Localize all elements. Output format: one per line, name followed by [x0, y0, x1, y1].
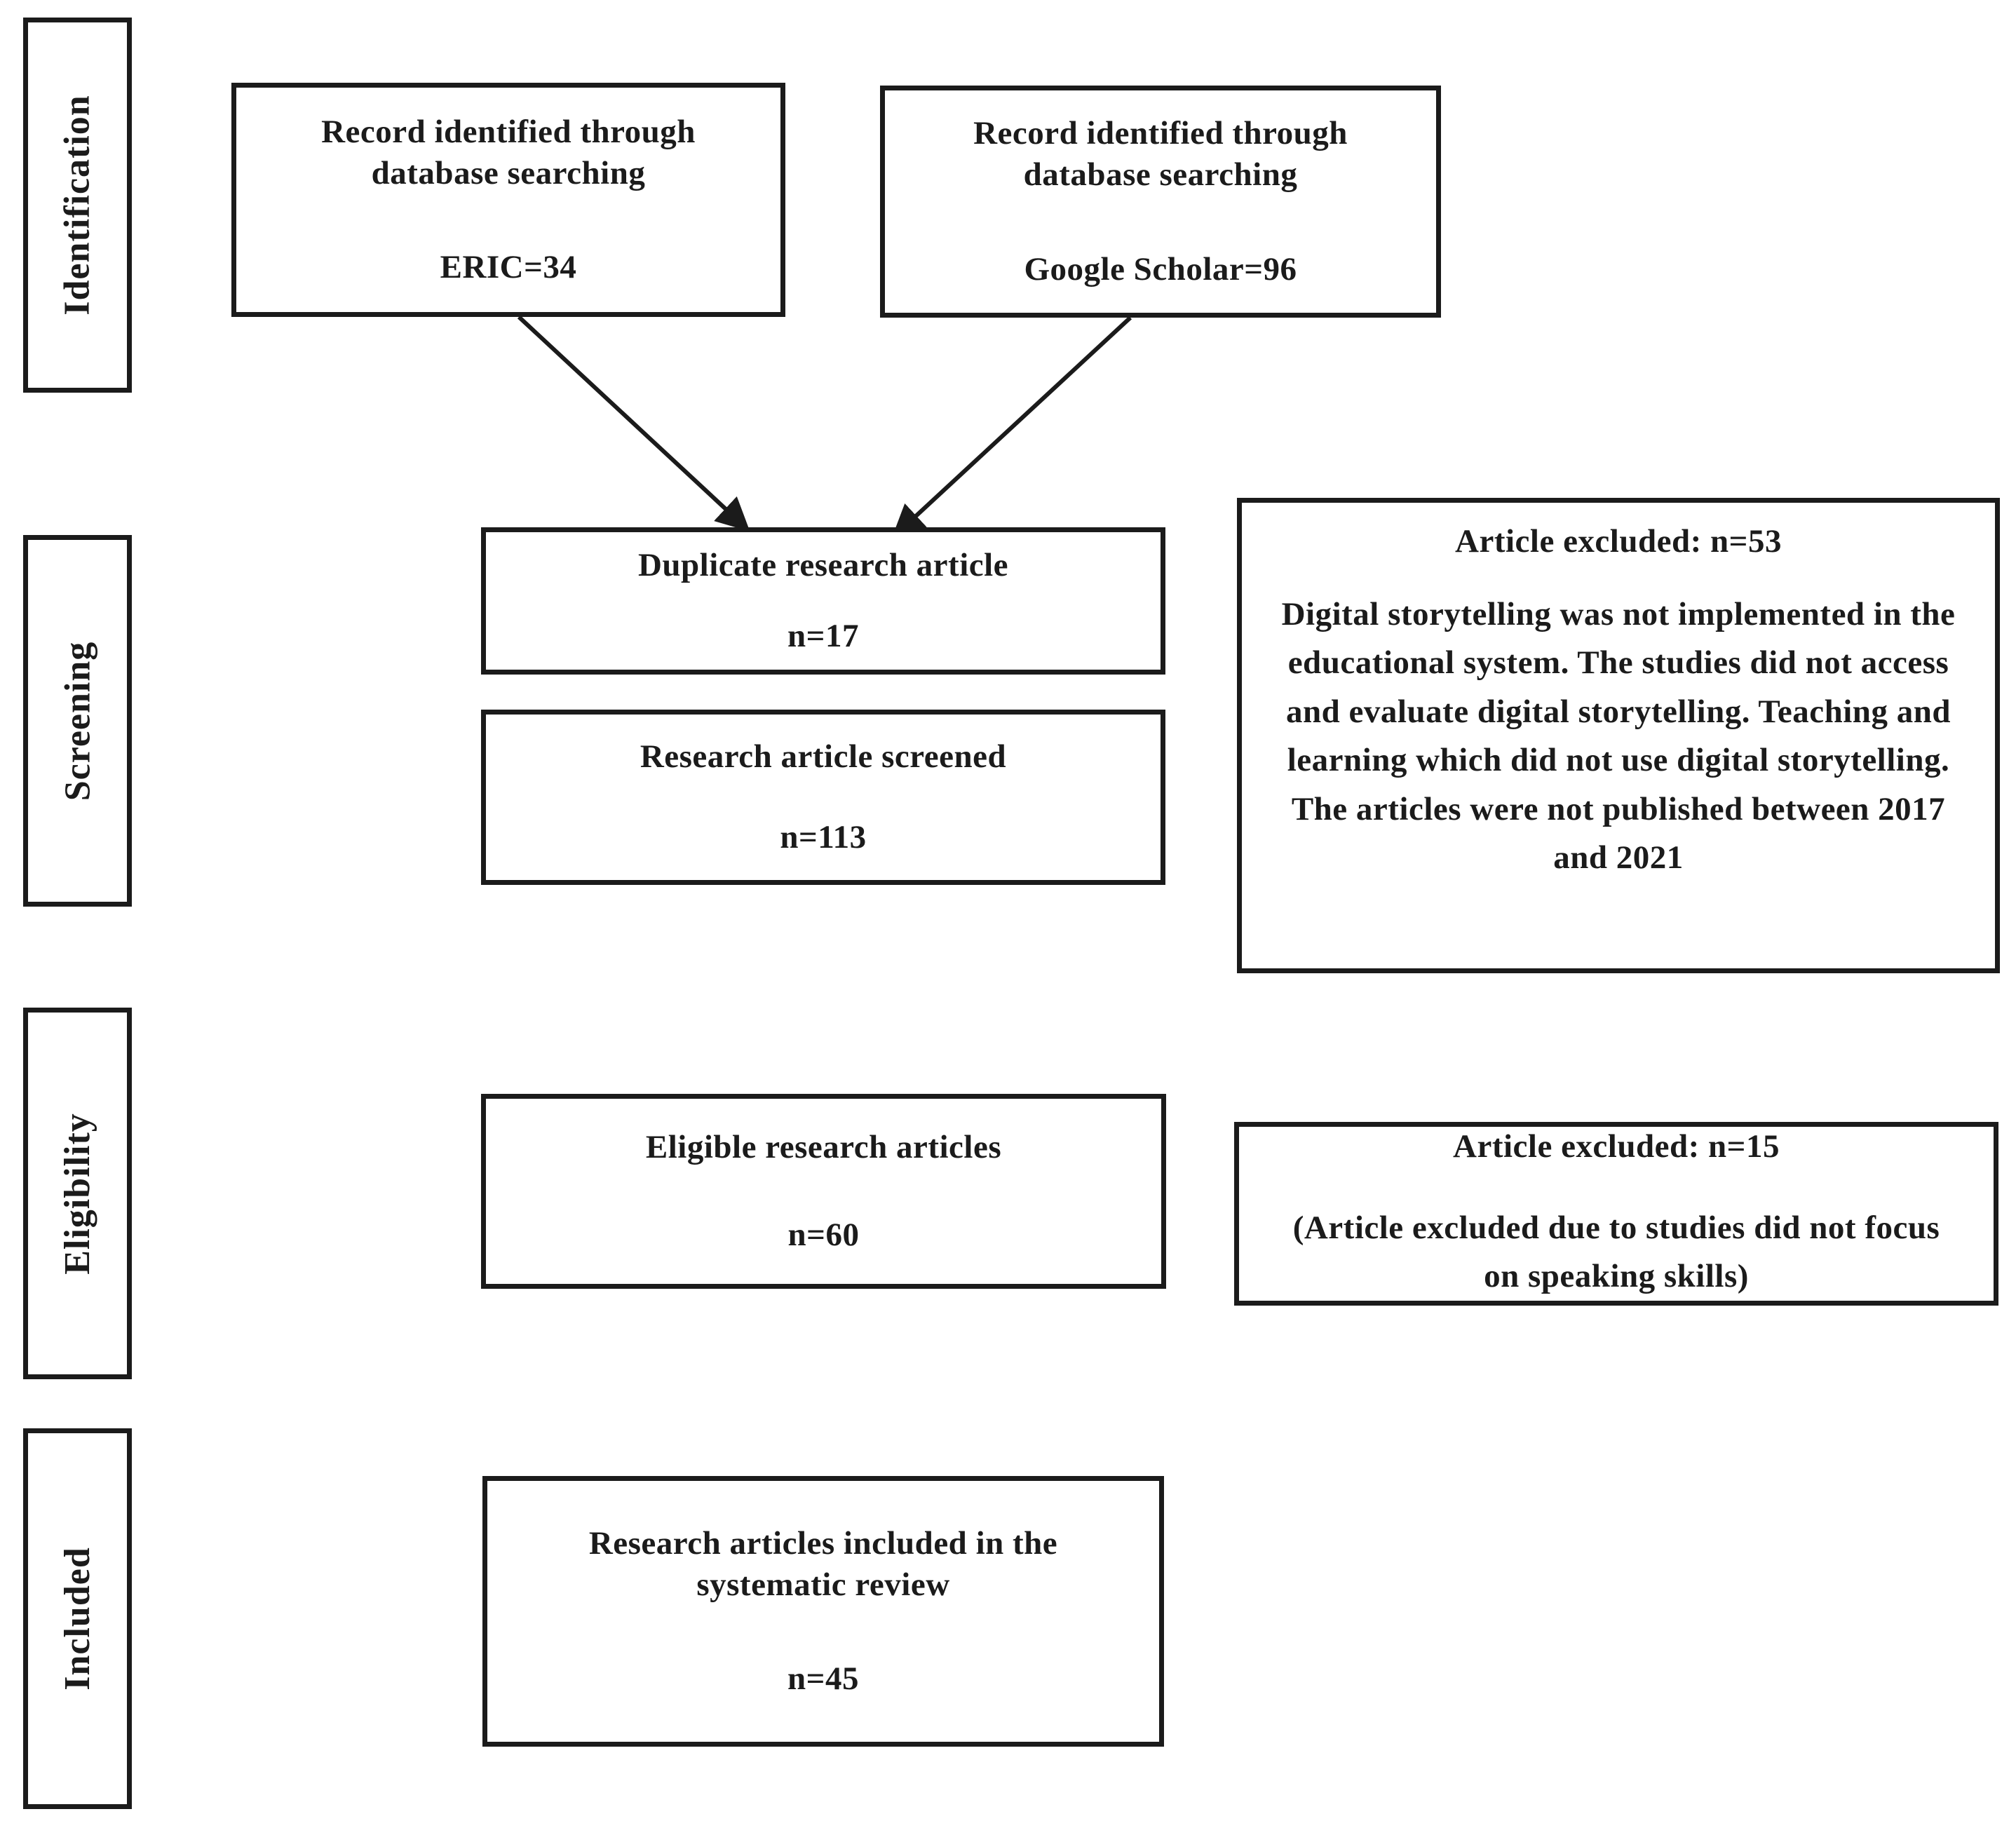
stage-label-eligibility: Eligibility	[57, 1112, 98, 1275]
stage-label-screening: Screening	[57, 641, 97, 801]
flow-box-excluded-15-body: (Article excluded due to studies did not…	[1292, 1209, 1940, 1295]
flow-box-eric: Record identified through database searc…	[231, 83, 785, 317]
flow-box-eric-count: ERIC=34	[440, 249, 577, 286]
flow-box-google-scholar-title: Record identified through database searc…	[973, 115, 1348, 194]
flow-box-duplicate-title: Duplicate research article	[637, 547, 1009, 584]
flow-box-excluded-53-body: Digital storytelling was not implemented…	[1281, 595, 1956, 876]
connector-eric-to-duplicate	[517, 315, 750, 532]
stage-box-included: Included	[23, 1428, 132, 1809]
flow-box-included-title: Research articles included in the system…	[588, 1524, 1058, 1603]
flow-box-screened-title: Research article screened	[640, 738, 1007, 776]
flow-box-screened-count: n=113	[780, 819, 867, 855]
flow-box-eligible: Eligible research articles n=60	[481, 1094, 1166, 1289]
stage-box-identification: Identification	[23, 18, 132, 393]
flow-box-screened: Research article screened n=113	[481, 710, 1165, 885]
stage-box-screening: Screening	[23, 535, 132, 907]
flow-box-excluded-15: Article excluded: n=15 (Article excluded…	[1234, 1122, 1998, 1306]
flow-box-excluded-15-title: Article excluded: n=15	[1453, 1128, 1780, 1165]
stage-box-eligibility: Eligibility	[23, 1008, 132, 1379]
stage-label-included: Included	[57, 1547, 97, 1691]
flow-box-included: Research articles included in the system…	[482, 1476, 1164, 1747]
flow-box-google-scholar-count: Google Scholar=96	[1024, 250, 1297, 287]
flow-box-excluded-53: Article excluded: n=53 Digital storytell…	[1237, 498, 2000, 973]
flow-box-included-count: n=45	[787, 1660, 859, 1698]
flow-box-duplicate-count: n=17	[787, 618, 859, 654]
connector-google-to-duplicate	[891, 316, 1132, 539]
flow-box-eligible-count: n=60	[787, 1217, 860, 1253]
flow-box-eric-title: Record identified through database searc…	[321, 113, 696, 191]
stage-label-identification: Identification	[57, 95, 98, 316]
flow-box-excluded-53-title: Article excluded: n=53	[1455, 523, 1782, 560]
flow-box-duplicate: Duplicate research article n=17	[481, 527, 1165, 675]
flow-box-google-scholar: Record identified through database searc…	[880, 86, 1441, 318]
flow-box-eligible-title: Eligible research articles	[645, 1129, 1002, 1166]
